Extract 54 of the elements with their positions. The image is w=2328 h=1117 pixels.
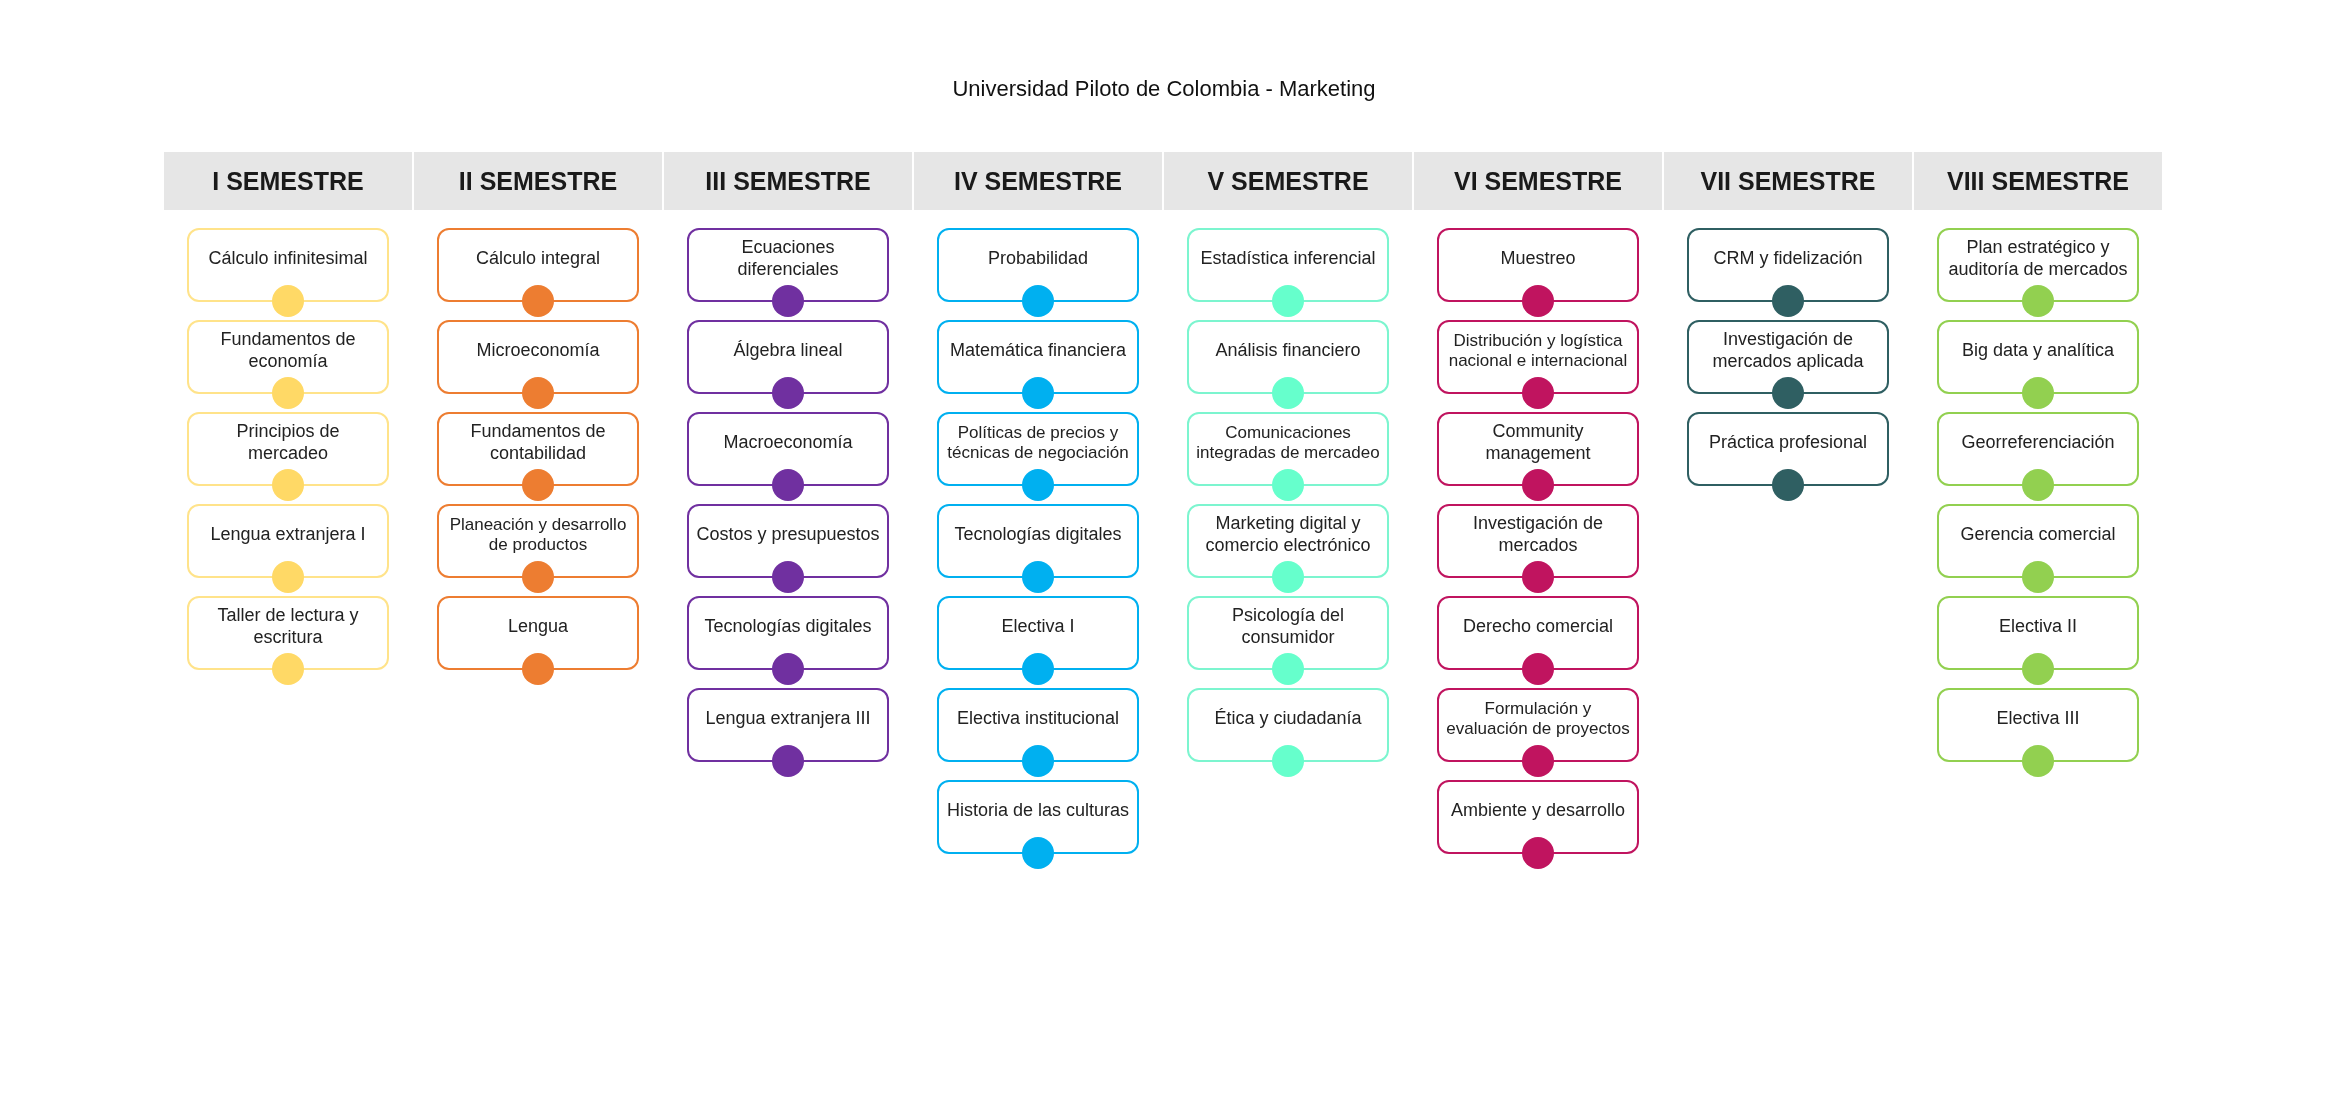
course-name: Tecnologías digitales bbox=[704, 616, 872, 638]
course-name: CRM y fidelización bbox=[1713, 248, 1863, 270]
semester-header: VIII SEMESTRE bbox=[1914, 152, 2162, 210]
course-name: Electiva II bbox=[1999, 616, 2077, 638]
course-name: Fundamentos de contabilidad bbox=[469, 421, 607, 465]
semester-header: VII SEMESTRE bbox=[1664, 152, 1912, 210]
course-name: Fundamentos de economía bbox=[219, 329, 357, 373]
course-name: Costos y presupuestos bbox=[696, 524, 880, 546]
course-name: Derecho comercial bbox=[1462, 616, 1614, 638]
course-name: Planeación y desarrollo de productos bbox=[448, 514, 628, 556]
course-name: Lengua extranjera I bbox=[210, 524, 366, 546]
course-name: Electiva I bbox=[1001, 616, 1075, 638]
course-name: Historia de las culturas bbox=[946, 800, 1130, 822]
semester-header: VI SEMESTRE bbox=[1414, 152, 1662, 210]
course-name: Community management bbox=[1484, 421, 1592, 465]
course-name: Probabilidad bbox=[987, 248, 1089, 270]
course-name: Macroeconomía bbox=[723, 432, 853, 454]
course-name: Investigación de mercados bbox=[1471, 513, 1605, 557]
course-name: Muestreo bbox=[1500, 248, 1576, 270]
course-name: Electiva III bbox=[1996, 708, 2080, 730]
course-name: Estadística inferencial bbox=[1200, 248, 1376, 270]
course-name: Análisis financiero bbox=[1215, 340, 1361, 362]
course-name: Gerencia comercial bbox=[1960, 524, 2116, 546]
course-name: Ecuaciones diferenciales bbox=[736, 237, 840, 281]
course-name: Principios de mercadeo bbox=[235, 421, 341, 465]
course-name: Lengua bbox=[507, 616, 569, 638]
course-name: Formulación y evaluación de proyectos bbox=[1445, 698, 1631, 740]
course-name: Big data y analítica bbox=[1961, 340, 2115, 362]
semester-header: III SEMESTRE bbox=[664, 152, 912, 210]
semester-header: IV SEMESTRE bbox=[914, 152, 1162, 210]
course-name: Cálculo infinitesimal bbox=[208, 248, 368, 270]
course-name: Distribución y logística nacional e internacional bbox=[1447, 330, 1629, 372]
diagram-title: Universidad Piloto de Colombia - Marketing bbox=[951, 76, 1377, 102]
course-name: Ambiente y desarrollo bbox=[1450, 800, 1626, 822]
course-name: Matemática financiera bbox=[949, 340, 1127, 362]
semester-header: II SEMESTRE bbox=[414, 152, 662, 210]
course-name: Georreferenciación bbox=[1961, 432, 2115, 454]
course-name: Práctica profesional bbox=[1708, 432, 1868, 454]
course-name: Taller de lectura y escritura bbox=[216, 605, 360, 649]
course-name: Comunicaciones integradas de mercadeo bbox=[1195, 422, 1381, 464]
course-name: Lengua extranjera III bbox=[705, 708, 871, 730]
semester-header: V SEMESTRE bbox=[1164, 152, 1412, 210]
course-name: Marketing digital y comercio electrónico bbox=[1204, 513, 1372, 557]
course-name: Plan estratégico y auditoría de mercados bbox=[1947, 237, 2129, 281]
course-name: Cálculo integral bbox=[475, 248, 601, 270]
course-name: Electiva institucional bbox=[956, 708, 1120, 730]
semester-header: I SEMESTRE bbox=[164, 152, 412, 210]
course-name: Microeconomía bbox=[476, 340, 600, 362]
course-name: Investigación de mercados aplicada bbox=[1711, 329, 1865, 373]
course-name: Políticas de precios y técnicas de negociación bbox=[946, 422, 1130, 464]
course-name: Álgebra lineal bbox=[733, 340, 843, 362]
course-name: Ética y ciudadanía bbox=[1214, 708, 1362, 730]
course-name: Tecnologías digitales bbox=[954, 524, 1122, 546]
course-name: Psicología del consumidor bbox=[1230, 605, 1346, 649]
